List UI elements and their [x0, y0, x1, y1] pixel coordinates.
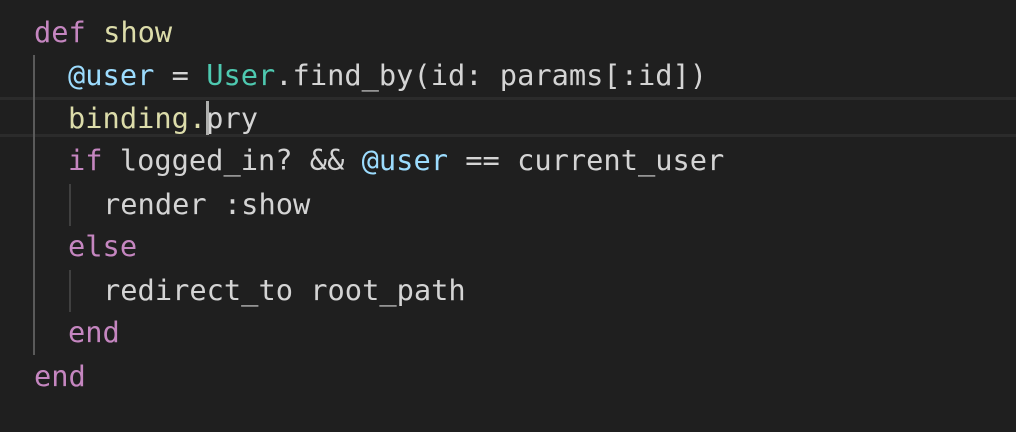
indent-guide-else-branch — [69, 270, 71, 312]
keyword-else: else — [68, 229, 138, 263]
code-line-6[interactable]: else — [68, 225, 137, 268]
class-name: User — [206, 58, 276, 92]
code-line-1[interactable]: def show — [34, 11, 172, 54]
code-line-7[interactable]: redirect_to root_path — [103, 269, 466, 312]
code-text: .find_by(id: params[:id]) — [275, 58, 708, 92]
indent-guide-outer — [33, 55, 35, 355]
text-cursor — [206, 101, 210, 135]
code-line-3[interactable]: binding.pry — [68, 97, 258, 140]
method-call: binding. — [68, 101, 207, 135]
indent-guide-if-branch — [69, 184, 71, 226]
method-name: show — [103, 15, 173, 49]
instance-variable: @user — [361, 143, 448, 177]
code-line-9[interactable]: end — [34, 355, 86, 398]
code-text: = — [154, 58, 207, 92]
code-line-4[interactable]: if logged_in? && @user == current_user — [68, 139, 724, 182]
code-text: redirect_to root_path — [103, 273, 466, 307]
space — [86, 15, 103, 49]
code-text: render :show — [103, 187, 311, 221]
instance-variable: @user — [68, 58, 155, 92]
code-line-8[interactable]: end — [68, 311, 120, 354]
keyword-end: end — [68, 315, 120, 349]
code-text: logged_in? && — [102, 143, 362, 177]
keyword-def: def — [34, 15, 86, 49]
code-line-2[interactable]: @user = User.find_by(id: params[:id]) — [68, 54, 707, 97]
keyword-if: if — [68, 143, 103, 177]
current-line-highlight — [0, 97, 1016, 137]
keyword-end: end — [34, 359, 86, 393]
code-text: pry — [206, 101, 258, 135]
code-line-5[interactable]: render :show — [103, 183, 310, 226]
code-text: == current_user — [447, 143, 725, 177]
